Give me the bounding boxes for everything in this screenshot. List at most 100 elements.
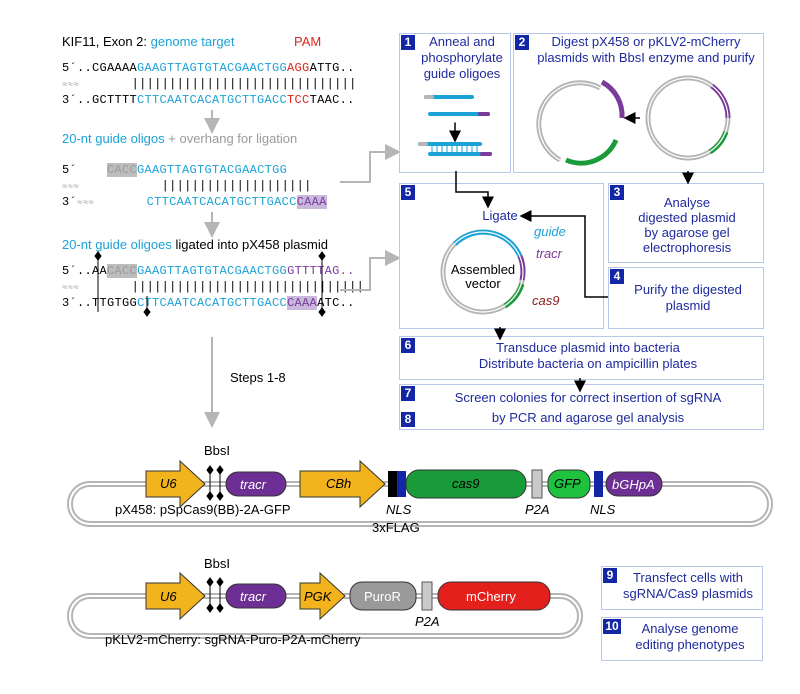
step9-line1: Transfect cells with <box>632 570 744 585</box>
arrow-step4-to-ligate <box>519 210 608 298</box>
seq3-bottom-suffix: ATC.. <box>317 296 355 310</box>
ligated-black-text: ligated into pX458 plasmid <box>175 237 328 252</box>
pklv2-pgk-promoter <box>299 571 346 621</box>
assembled-cas9-label: cas9 <box>532 293 560 308</box>
step1-line2: phosphorylate <box>421 50 503 65</box>
seq3-bottom-overhang: CAAA <box>287 296 318 310</box>
pklv2-name: pKLV2-mCherry: sgRNA-Puro-P2A-mCherry <box>105 632 361 647</box>
px458-nls1-block <box>397 471 406 497</box>
cut-markers <box>94 251 326 317</box>
px458-nls1-label: NLS <box>386 502 412 517</box>
pklv2-puror <box>349 581 417 611</box>
step6-box <box>399 336 764 380</box>
connector-graphics <box>94 110 401 428</box>
px458-tracr-label: tracr <box>240 477 266 492</box>
px458-cas9 <box>405 469 527 499</box>
steps-label: Steps 1-8 <box>230 370 286 385</box>
pklv2-p2a-label: P2A <box>415 614 440 629</box>
px458-cas9-label: cas9 <box>452 476 480 491</box>
gene-name: KIF11, Exon 2: <box>62 34 148 49</box>
seq3-bars: ≈≈≈ ||||||||||||||||||||||||||||||| <box>62 280 365 294</box>
step9-number: 9 <box>603 568 617 583</box>
step2-line2: plasmids with BbsI enzyme and purify <box>537 50 755 65</box>
seq3-bottom: 3´..TTGTGGCTTCAATCACATGCTTGACCCAAAATC.. <box>62 296 355 311</box>
step4-line2: plasmid <box>665 298 711 313</box>
arrow-to-step5 <box>340 250 401 291</box>
assembled-center-label2: vector <box>465 276 501 291</box>
step7-text: Screen colonies for correct insertion of… <box>454 390 722 405</box>
step-graphics <box>418 75 731 393</box>
seq3-top: 5´..AACACCGAAGTTAGTGTACGAACTGGGTTTTAG.. <box>62 264 355 279</box>
arrow-to-step1 <box>340 144 401 183</box>
plasmid-right-graphic <box>645 75 731 161</box>
seq3-bars-text: ||||||||||||||||||||||||||||||| <box>131 280 365 294</box>
pklv2-u6-promoter <box>145 571 206 621</box>
step1-line1: Anneal and <box>429 34 495 49</box>
seq2-top-target: GAAGTTAGTGTACGAACTGG <box>137 163 288 177</box>
px458-gfp-label: GFP <box>554 476 581 491</box>
seq3-bottom-target: CTTCAATCACATGCTTGACC <box>137 296 288 310</box>
px458-name: pX458: pSpCas9(BB)-2A-GFP <box>115 502 291 517</box>
step1-number: 1 <box>401 35 415 50</box>
oligo-graphic <box>418 95 492 156</box>
step8-number: 8 <box>401 412 415 427</box>
step3-text: Analyse digested plasmid by agarose gel … <box>614 195 760 255</box>
pklv2-tracr-label: tracr <box>240 589 266 604</box>
seq3-top-overhang: CACC <box>107 264 138 278</box>
step9-line2: sgRNA/Cas9 plasmids <box>622 586 754 601</box>
step5-number: 5 <box>401 185 415 200</box>
step2-text: Digest pX458 or pKLV2-mCherry plasmids w… <box>528 34 764 66</box>
px458-flag-label: 3xFLAG <box>372 520 420 535</box>
pklv2-pgk-label: PGK <box>304 589 332 604</box>
guide-oligos-text: 20-nt guide oligos <box>62 131 165 146</box>
pklv2-backbone <box>67 593 583 639</box>
seq2-top-prime: 5´ <box>62 163 78 177</box>
step4-line1: Purify the digested <box>634 282 742 297</box>
seq1-bottom-prefix: 3´..GCTTTT <box>62 93 138 107</box>
step2-box <box>513 33 764 173</box>
step7-number: 7 <box>401 386 415 401</box>
step6-line1: Transduce plasmid into bacteria <box>496 340 680 355</box>
seq1-top-suffix: ATTG.. <box>309 61 355 75</box>
pklv2-tracr <box>225 583 287 609</box>
seq1-bars-text: |||||||||||||||||||||||||||||| <box>131 77 357 91</box>
genome-target-label: genome target <box>150 34 235 49</box>
arrow-step1-to-ligate <box>455 171 494 209</box>
step3-number: 3 <box>610 185 624 200</box>
seq1-bars: ≈≈≈ |||||||||||||||||||||||||||||| <box>62 77 357 91</box>
step3-line4: electrophoresis <box>642 240 732 255</box>
step2-number: 2 <box>515 35 529 50</box>
step3-line2: digested plasmid <box>638 210 736 225</box>
seq2-bars: ≈≈≈ |||||||||||||||||||| <box>62 179 312 193</box>
px458-bbsi-sites <box>206 465 224 501</box>
seq2-bottom-prime: 3´ <box>62 195 78 209</box>
px458-p2a-label: P2A <box>525 502 550 517</box>
px458-bbsi-label: BbsI <box>204 443 231 458</box>
plasmid-left-graphic <box>536 79 625 166</box>
seq1-top-pam: AGG <box>287 61 310 75</box>
seq2-bottom-target: CTTCAATCACATGCTTGACC <box>146 195 297 209</box>
px458-cbh-promoter <box>299 459 386 509</box>
step1-text: Anneal and phosphorylate guide oligoes <box>414 34 510 82</box>
seq1-bottom-suffix: TAAC.. <box>309 93 355 107</box>
assembled-tracr-label: tracr <box>536 246 562 261</box>
seq2-bars-text: |||||||||||||||||||| <box>161 179 312 193</box>
seq1-top-target: GAAGTTAGTGTACGAACTGG <box>137 61 288 75</box>
px458-nls2-label: NLS <box>590 502 616 517</box>
step1-box <box>399 33 511 173</box>
seq1-bottom: 3´..GCTTTTCTTCAATCACATGCTTGACCTCCTAAC.. <box>62 93 355 108</box>
step8-text: by PCR and agarose gel analysis <box>491 410 685 425</box>
seq1-top-prefix: 5´..CGAAAA <box>62 61 138 75</box>
step6-text: Transduce plasmid into bacteria Distribu… <box>416 340 760 372</box>
px458-bghpa-label: bGHpA <box>612 477 655 492</box>
step10-box <box>601 617 763 661</box>
px458-u6-label: U6 <box>160 476 177 491</box>
seq1-bottom-target: CTTCAATCACATGCTTGACC <box>137 93 288 107</box>
plasmid-maps <box>67 459 773 639</box>
step2-line1: Digest pX458 or pKLV2-mCherry <box>551 34 741 49</box>
step10-number: 10 <box>603 619 621 634</box>
px458-gfp <box>547 469 591 499</box>
step10-line1: Analyse genome <box>641 621 739 636</box>
ligated-label: 20-nt guide oligoes ligated into pX458 p… <box>62 237 328 252</box>
